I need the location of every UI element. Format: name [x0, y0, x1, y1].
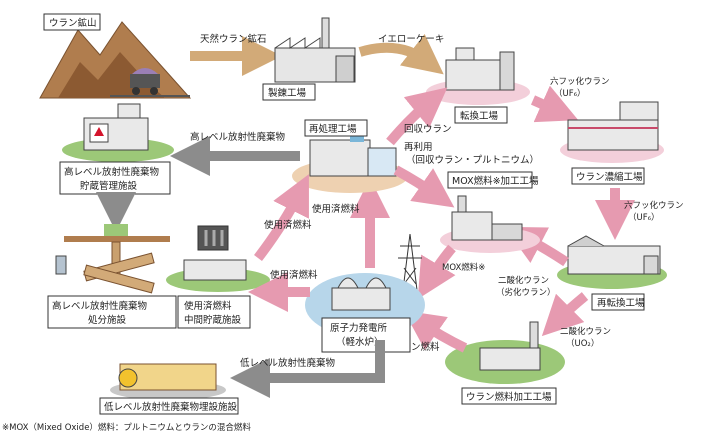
refinery-label: 製錬工場 — [268, 87, 307, 99]
flow-llw: 低レベル放射性廃棄物 — [240, 357, 336, 369]
fuel-fabrication-label: ウラン燃料加工工場 — [466, 391, 552, 403]
hlw-disposal-node — [55, 224, 170, 294]
flow-reuse-1: 再利用 — [404, 141, 433, 153]
flow-hlw: 高レベル放射性廃棄物 — [190, 131, 286, 143]
mox-fabrication-node — [440, 195, 540, 253]
llw-disposal-node — [110, 363, 226, 400]
flow-yellowcake: イエローケーキ — [378, 34, 444, 45]
uranium-mine-node — [39, 21, 192, 99]
spent-storage-label-1: 使用済燃料 — [184, 300, 232, 312]
mox-fabrication-label: MOX燃料※加工工場 — [452, 175, 539, 187]
flow-spent-fuel-b: 使用済燃料 — [270, 269, 318, 281]
enrichment-label: ウラン濃縮工場 — [576, 171, 643, 183]
conversion-node — [426, 47, 530, 105]
hlw-storage-label-2: 貯蔵管理施設 — [80, 180, 138, 192]
flow-depleted-1: 二酸化ウラン — [498, 275, 549, 286]
reconversion-node — [557, 235, 667, 289]
flow-uf6-a-2: （UF₆） — [554, 88, 586, 99]
power-tower — [398, 233, 422, 299]
flow-uo2-1: 二酸化ウラン — [560, 326, 611, 337]
llw-disposal-label: 低レベル放射性廃棄物埋設施設 — [104, 401, 238, 413]
hlw-disposal-label-1: 高レベル放射性廃棄物 — [52, 300, 148, 312]
hlw-disposal-label-2: 処分施設 — [88, 314, 127, 326]
nuclear-plant-label-2: （軽水炉） — [336, 336, 384, 348]
hlw-storage-label-1: 高レベル放射性廃棄物 — [64, 166, 160, 178]
reprocessing-label: 再処理工場 — [309, 123, 357, 135]
hlw-storage-node — [62, 103, 174, 162]
enrichment-node — [560, 101, 664, 163]
reprocessing-node — [292, 132, 408, 193]
flow-recovered-uranium: 回収ウラン — [404, 123, 452, 135]
fuel-fabrication-node — [445, 321, 565, 384]
flow-uo2-2: （UO₂） — [566, 338, 599, 349]
flow-uf6-b-2: （UF₆） — [628, 212, 660, 223]
uranium-mine-label: ウラン鉱山 — [49, 17, 97, 29]
footnote: ※MOX（Mixed Oxide）燃料：プルトニウムとウランの混合燃料 — [2, 422, 251, 433]
conversion-label: 転換工場 — [460, 110, 499, 122]
reconversion-label: 再転換工場 — [597, 297, 645, 309]
flow-natural-ore: 天然ウラン鉱石 — [200, 33, 267, 45]
flow-uf6-b-1: 六フッ化ウラン — [624, 200, 684, 211]
flow-depleted-2: （劣化ウラン） — [496, 287, 556, 298]
flow-reuse-2: （回収ウラン・プルトニウム） — [406, 154, 539, 166]
refinery-node — [274, 17, 356, 83]
spent-storage-node — [166, 225, 270, 292]
flow-uf6-a-1: 六フッ化ウラン — [550, 76, 610, 87]
spent-storage-label-2: 中間貯蔵施設 — [184, 314, 242, 326]
flow-spent-fuel-a: 使用済燃料 — [312, 203, 360, 215]
flow-mox-fuel: MOX燃料※ — [442, 262, 485, 273]
flow-spent-fuel-c: 使用済燃料 — [264, 219, 312, 231]
nuclear-plant-label-1: 原子力発電所 — [330, 322, 388, 334]
